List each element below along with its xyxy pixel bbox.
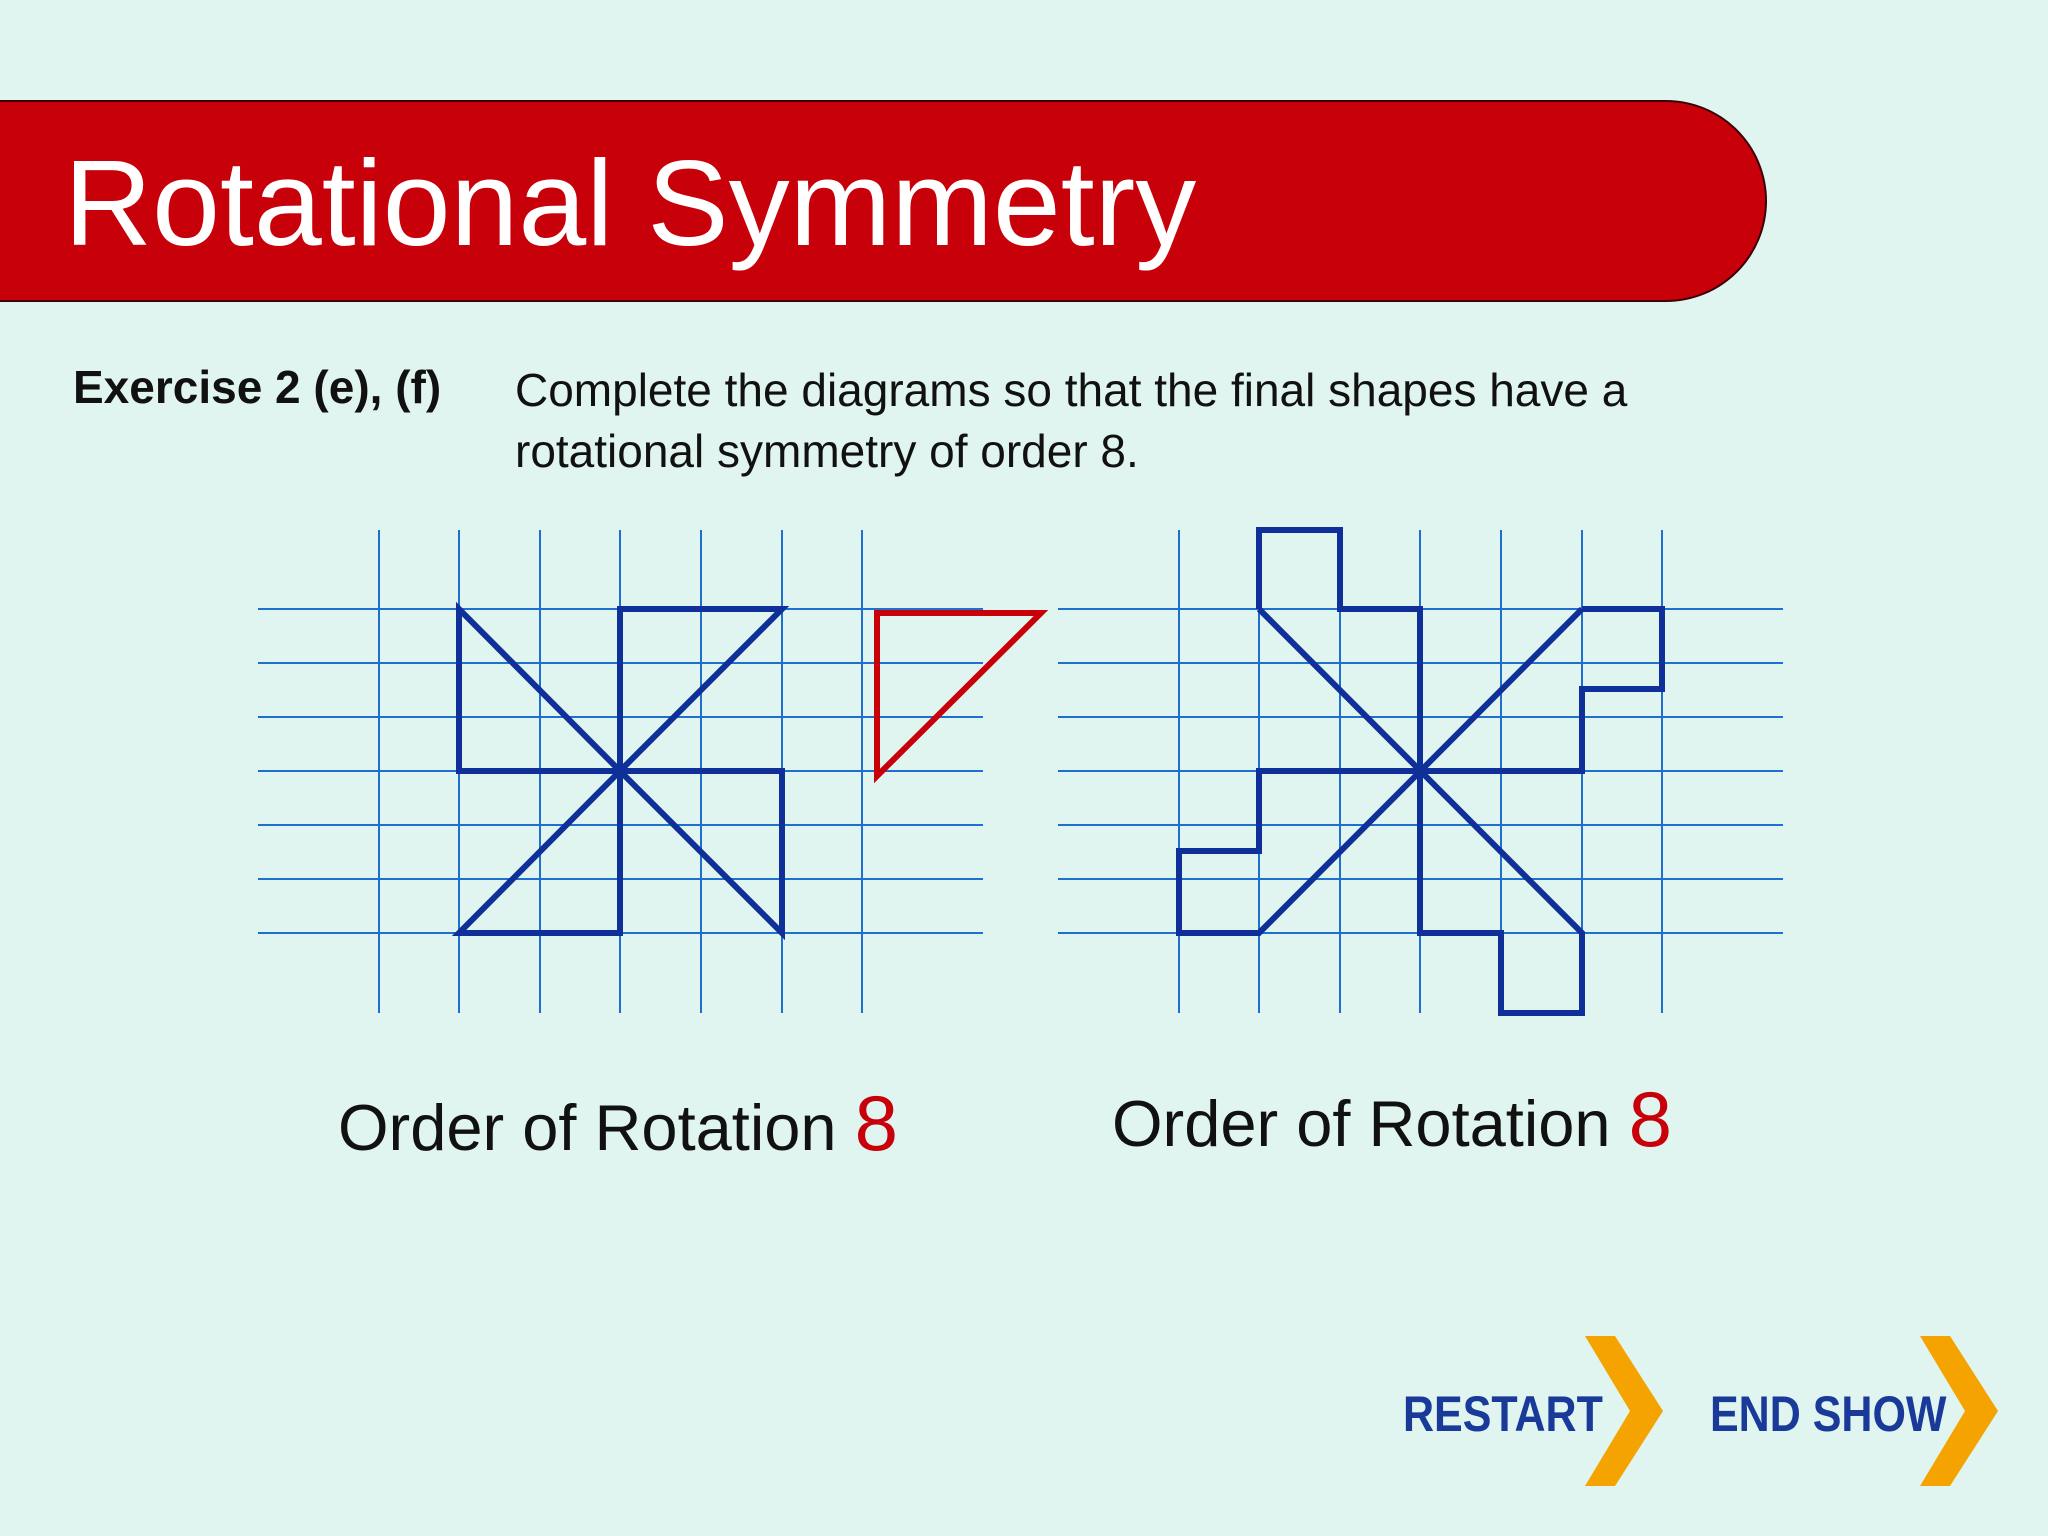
left-pinwheel-shape [451,601,790,941]
end-show-button[interactable]: END SHOW [1710,1336,2000,1486]
right-order-of-rotation: Order of Rotation 8 [1112,1080,1672,1162]
title-banner [0,100,1767,302]
instruction-line-2: rotational symmetry of order 8. [515,425,1139,477]
right-order-value: 8 [1628,1075,1673,1163]
exercise-label: Exercise 2 (e), (f) [73,361,442,413]
restart-chevron-icon [1585,1336,1663,1486]
left-order-of-rotation: Order of Rotation 8 [338,1084,898,1166]
left-red-triangle [874,610,1049,784]
restart-label: RESTART [1403,1386,1603,1442]
exercise-instruction: Complete the diagrams so that the final … [515,360,1627,482]
slide-title: Rotational Symmetry [64,135,1197,271]
left-order-label: Order of Rotation [338,1091,837,1164]
restart-button[interactable]: RESTART [1403,1336,1663,1486]
right-order-label: Order of Rotation [1112,1087,1611,1160]
end-show-label: END SHOW [1710,1386,1947,1442]
end-show-chevron-icon [1920,1336,1998,1486]
instruction-line-1: Complete the diagrams so that the final … [515,364,1628,416]
right-pinwheel-shape [1176,527,1665,1016]
left-order-value: 8 [854,1079,899,1167]
